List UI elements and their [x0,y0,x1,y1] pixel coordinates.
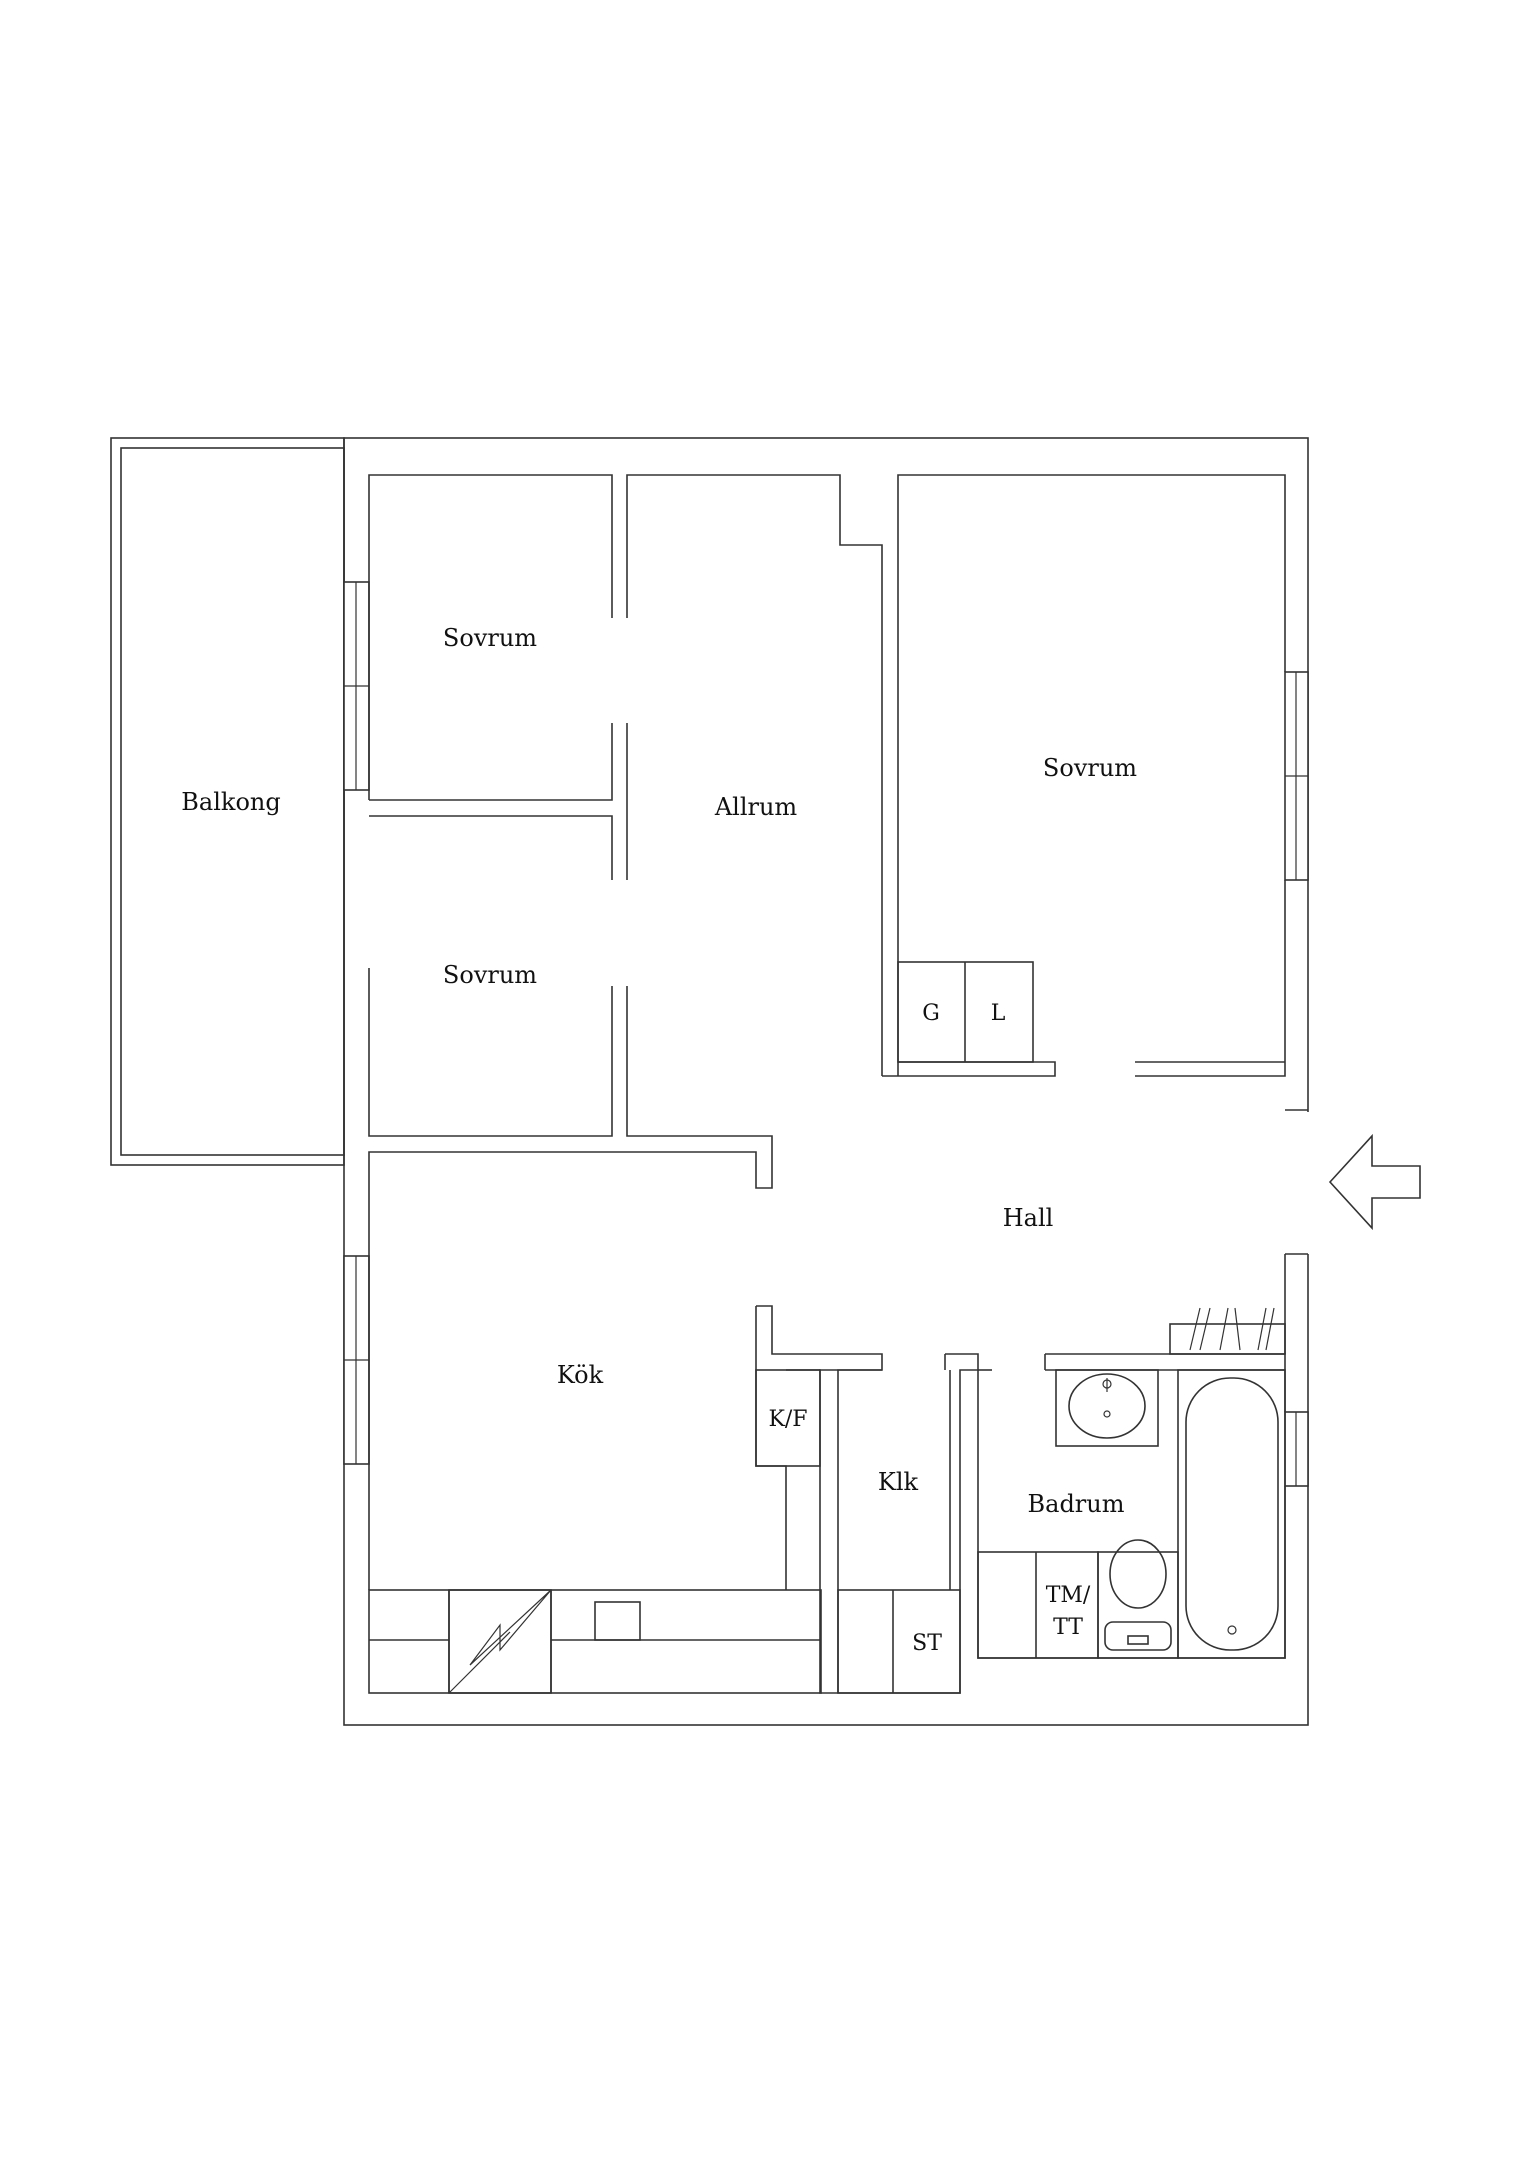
windows [343,581,1309,1487]
sink-icon [1055,1369,1159,1447]
stove-icon [448,1589,552,1694]
interior-walls [368,474,1286,1694]
wardrobes [897,961,1034,1063]
label-badrum: Badrum [1028,1490,1125,1518]
label-st: ST [912,1631,942,1656]
label-tt: TT [1053,1615,1083,1640]
label-sovrum-bottom-left: Sovrum [443,961,537,989]
room-labels: Balkong Sovrum Sovrum Sovrum Allrum Hall… [181,624,1137,1518]
label-kok: Kök [557,1361,604,1389]
fridge-freezer [755,1369,821,1467]
fixture-labels: G L K/F ST TM/ TT [768,1001,1090,1656]
label-allrum: Allrum [714,793,798,821]
kitchen-counter [368,1589,822,1694]
label-balkong: Balkong [181,788,280,816]
label-sovrum-right: Sovrum [1043,754,1137,782]
bathtub-icon [1177,1369,1286,1659]
label-g: G [922,1001,940,1026]
entrance-arrow-icon [1328,1133,1421,1231]
outer-walls [343,437,1312,1726]
storage-st [837,1589,961,1694]
label-tm: TM/ [1046,1583,1091,1608]
label-hall: Hall [1003,1204,1054,1232]
label-sovrum-top-left: Sovrum [443,624,537,652]
label-klk: Klk [878,1468,919,1496]
label-kf: K/F [768,1407,807,1432]
coat-rack [1169,1307,1286,1355]
toilet-icon [1097,1539,1179,1659]
label-l: L [991,1001,1006,1026]
